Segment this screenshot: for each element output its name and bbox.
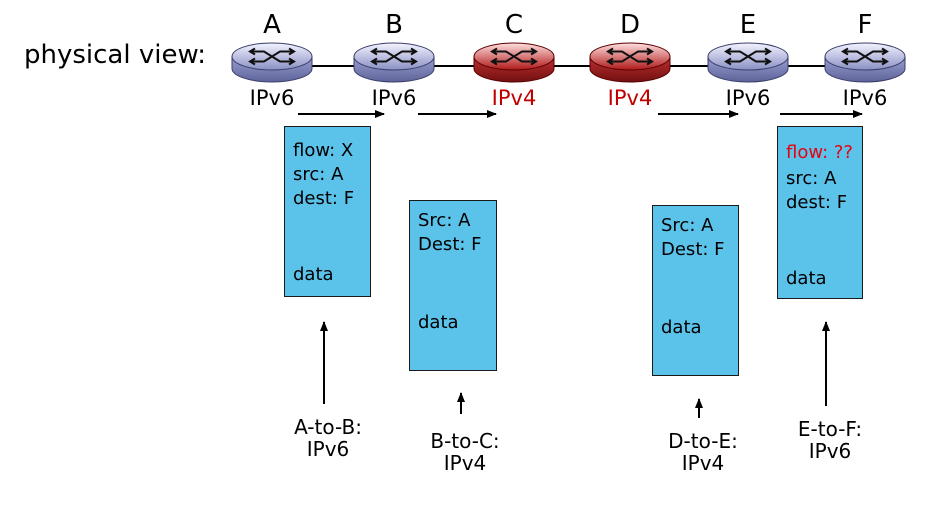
segment-name: D-to-E:: [668, 429, 738, 453]
router-name-d: D: [619, 10, 641, 40]
segment-caption: E-to-F:IPv6: [770, 418, 890, 462]
router-proto-d: IPv4: [607, 86, 653, 110]
router-name-e: E: [739, 10, 757, 40]
segment-caption: A-to-B:IPv6: [268, 416, 388, 460]
datagram-header-field: dest: F: [786, 192, 848, 213]
segment-name: B-to-C:: [430, 429, 500, 453]
datagram-header-field: src: A: [786, 168, 837, 189]
datagram-header-field: src: A: [293, 164, 344, 185]
segment-caption: D-to-E:IPv4: [643, 430, 763, 474]
router-f-icon: [824, 42, 906, 83]
segment-name: A-to-B:: [294, 415, 362, 439]
datagram-box: flow: ?? src: A dest: F data: [777, 126, 863, 299]
datagram-payload: data: [418, 312, 459, 333]
datagram-payload: data: [661, 317, 702, 338]
router-proto-f: IPv6: [842, 86, 888, 110]
datagram-header-field: flow: X: [293, 140, 354, 161]
datagram-header-field: Dest: F: [661, 239, 725, 260]
datagram-box: flow: X src: A dest: F data: [284, 126, 371, 297]
router-proto-a: IPv6: [249, 86, 295, 110]
datagram-header-field: flow: ??: [786, 142, 853, 163]
segment-protocol: IPv4: [443, 451, 487, 475]
datagram-payload: data: [293, 264, 334, 285]
datagram-header-field: Src: A: [661, 215, 714, 236]
physical-view-label: physical view:: [24, 40, 207, 70]
segment-protocol: IPv4: [681, 451, 725, 475]
router-a-icon: [231, 42, 313, 83]
router-c-icon: [473, 42, 555, 83]
segment-name: E-to-F:: [797, 417, 863, 441]
router-name-c: C: [504, 10, 524, 40]
router-e-icon: [707, 42, 789, 83]
router-proto-c: IPv4: [491, 86, 537, 110]
datagram-header-field: Src: A: [418, 210, 471, 231]
datagram-payload: data: [786, 268, 827, 289]
router-b-icon: [353, 42, 435, 83]
router-d-icon: [589, 42, 671, 83]
router-name-a: A: [263, 10, 281, 40]
router-proto-b: IPv6: [371, 86, 417, 110]
segment-protocol: IPv6: [808, 439, 852, 463]
datagram-header-field: Dest: F: [418, 234, 482, 255]
segment-caption: B-to-C:IPv4: [405, 430, 525, 474]
datagram-box: Src: A Dest: F data: [409, 200, 497, 371]
segment-protocol: IPv6: [306, 437, 350, 461]
datagram-header-field: dest: F: [293, 188, 355, 209]
router-name-f: F: [857, 10, 873, 40]
router-name-b: B: [385, 10, 403, 40]
router-proto-e: IPv6: [725, 86, 771, 110]
datagram-box: Src: A Dest: F data: [652, 205, 739, 376]
